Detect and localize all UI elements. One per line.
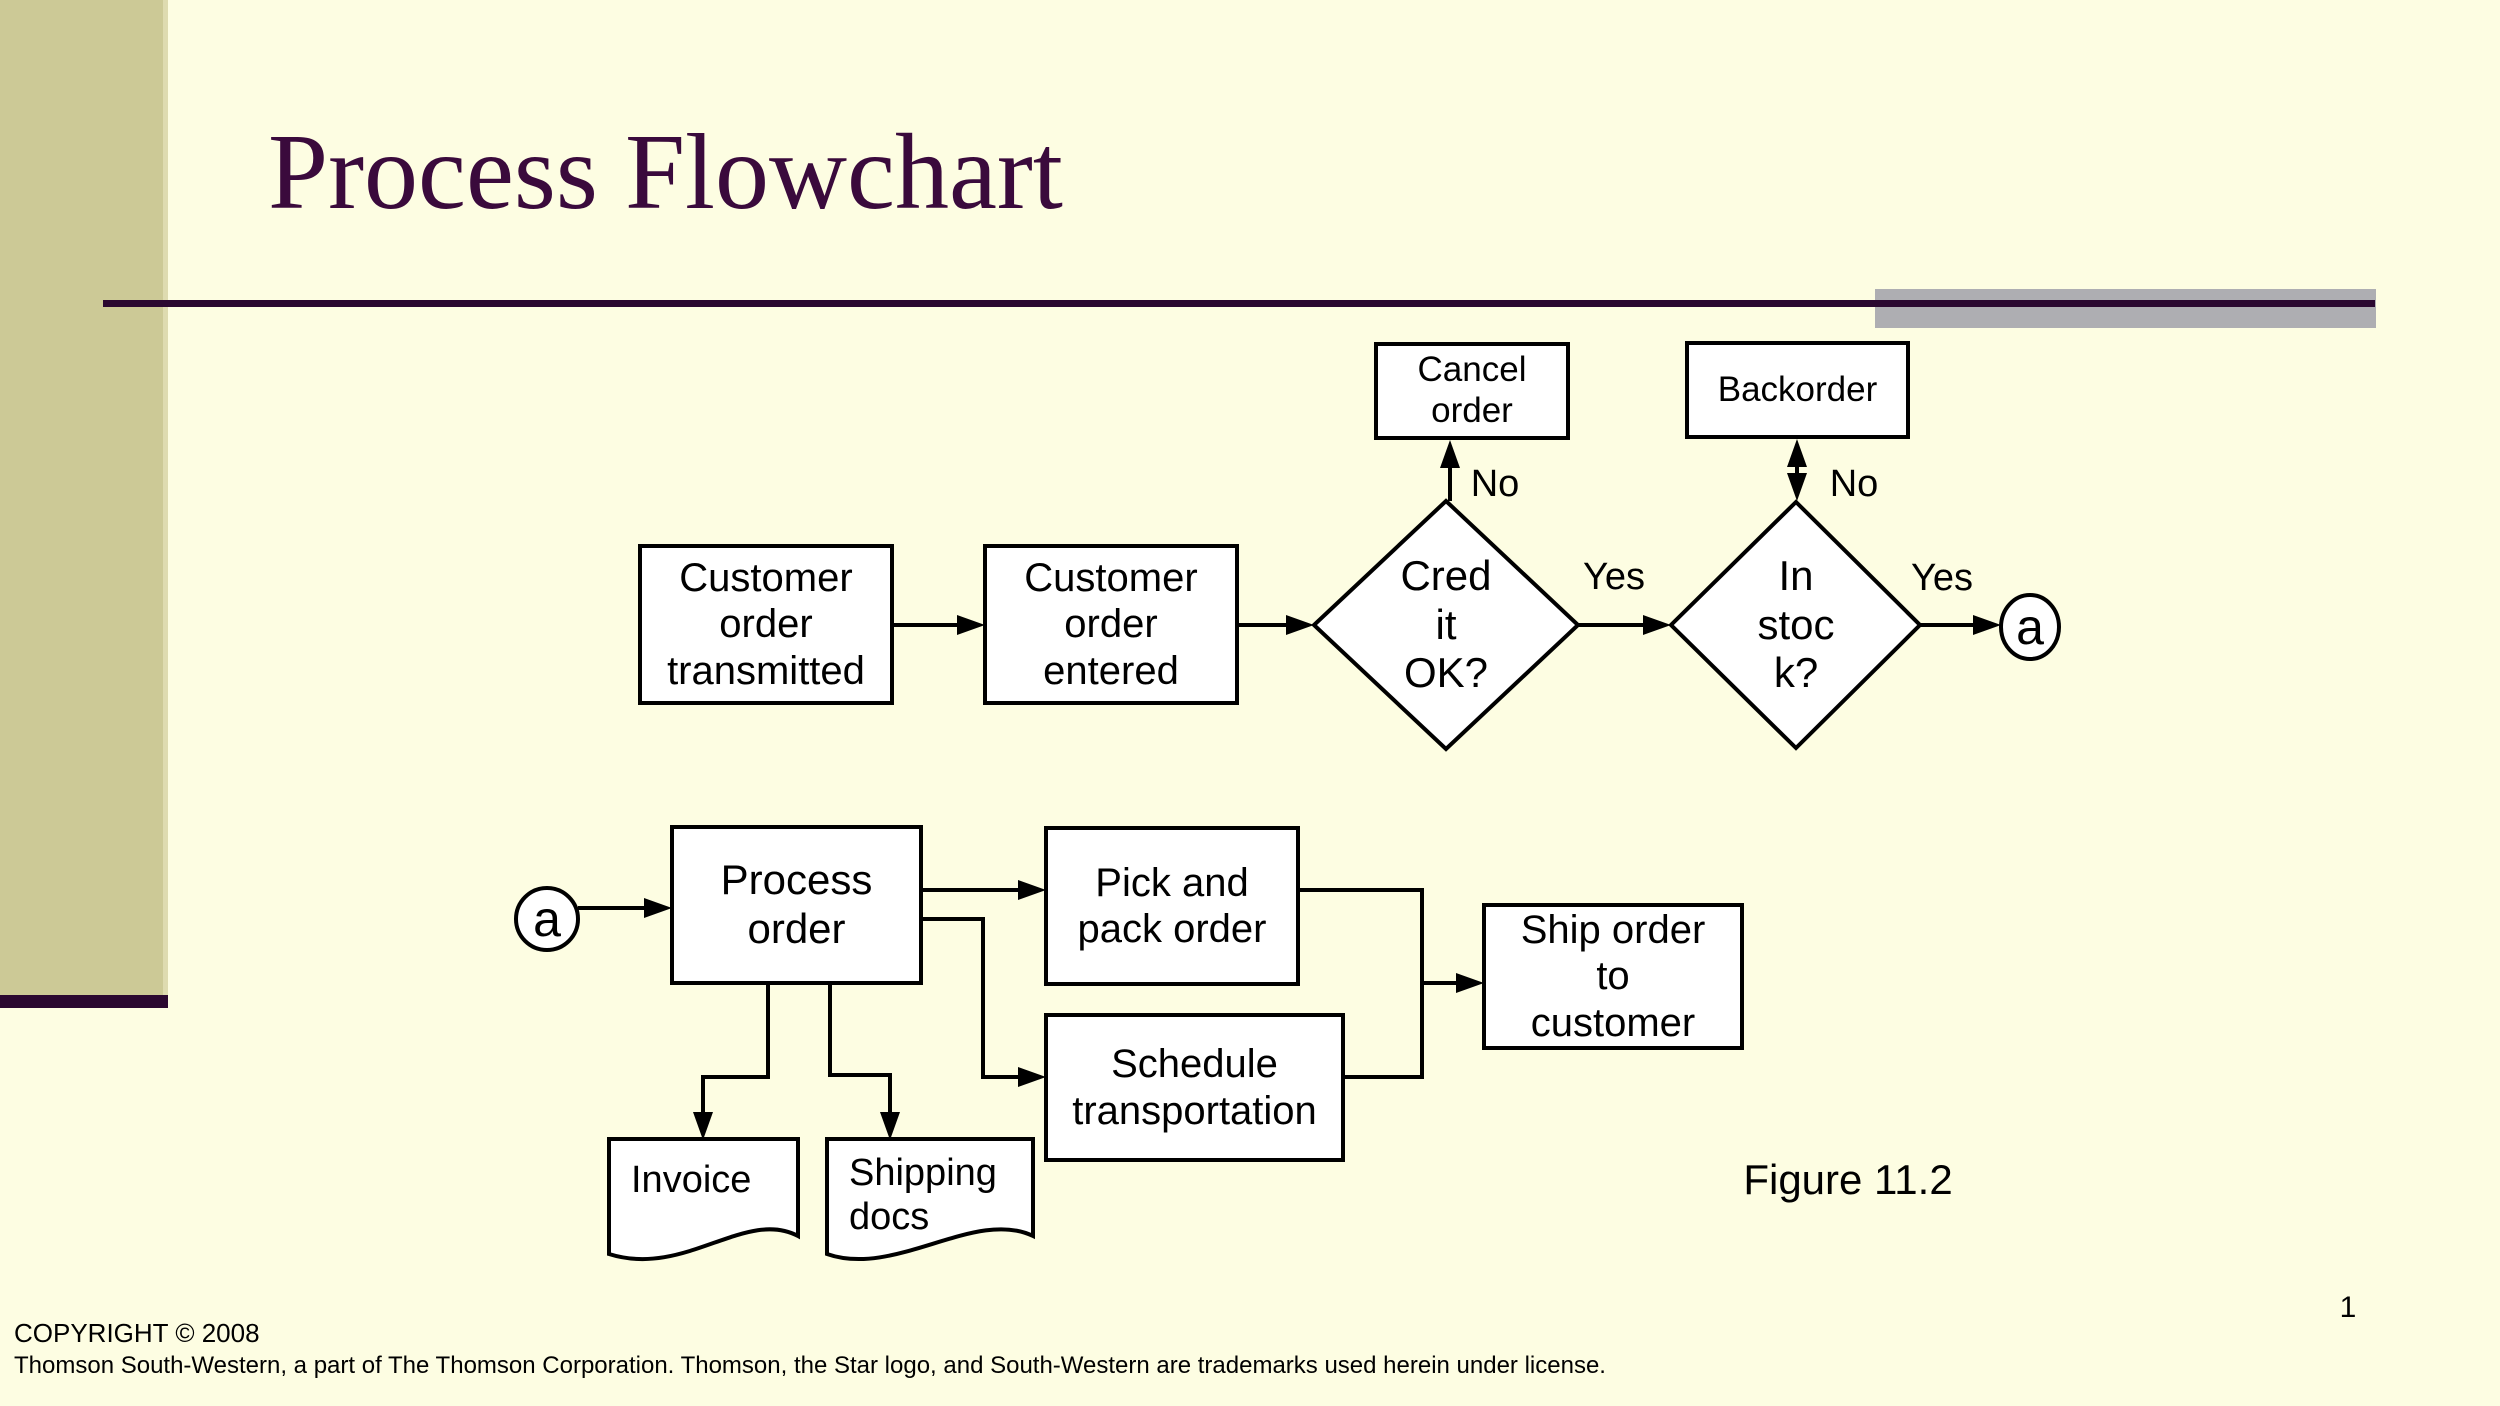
box-customer-order-entered bbox=[983, 544, 1239, 705]
diamond-in-stock bbox=[1668, 499, 1923, 751]
label-invoice: Invoice bbox=[631, 1158, 752, 1201]
label-cancel-order: Cancel order bbox=[1417, 350, 1527, 430]
box-cancel-order bbox=[1374, 342, 1570, 440]
label-backorder: Backorder bbox=[1717, 369, 1878, 409]
footer-copyright-line1: COPYRIGHT © 2008 bbox=[14, 1318, 260, 1348]
page-title: Process Flowchart bbox=[268, 113, 1063, 232]
sidebar-accent-panel bbox=[0, 0, 168, 995]
label-connector-a-bottom: a bbox=[533, 891, 561, 947]
footer-copyright-line2: Thomson South-Western, a part of The Tho… bbox=[14, 1352, 1606, 1379]
edge-label-credit-no: No bbox=[1470, 462, 1520, 505]
label-schedule-transportation: Schedule transportation bbox=[1072, 1042, 1317, 1133]
connector-circle-a-bottom bbox=[514, 886, 580, 952]
label-in-stock: In stoc k? bbox=[1757, 551, 1835, 697]
label-shipping-docs: Shipping docs bbox=[849, 1151, 997, 1238]
label-pick-and-pack-order: Pick and pack order bbox=[1077, 860, 1267, 951]
edge-label-stock-no: No bbox=[1829, 462, 1879, 505]
label-customer-order-entered: Customer order entered bbox=[1024, 555, 1198, 693]
page-number: 1 bbox=[2339, 1290, 2357, 1324]
box-schedule-transportation bbox=[1044, 1013, 1345, 1162]
label-ship-order-to-customer: Ship order to customer bbox=[1520, 907, 1706, 1045]
figure-caption: Figure 11.2 bbox=[1743, 1155, 1953, 1203]
label-process-order: Process order bbox=[720, 856, 873, 952]
diamond-credit-ok bbox=[1311, 498, 1581, 752]
connector-circle-a-top bbox=[1999, 593, 2061, 661]
document-shipping-docs bbox=[825, 1137, 1035, 1261]
title-underline-rule bbox=[103, 300, 2375, 307]
document-invoice bbox=[607, 1137, 800, 1261]
label-credit-ok: Cred it OK? bbox=[1400, 551, 1492, 697]
box-process-order bbox=[670, 825, 923, 985]
edge-label-stock-yes: Yes bbox=[1911, 556, 1973, 599]
box-backorder bbox=[1685, 341, 1910, 439]
label-customer-order-transmitted: Customer order transmitted bbox=[667, 555, 865, 693]
sidebar-bottom-rule bbox=[0, 995, 168, 1008]
box-customer-order-transmitted bbox=[638, 544, 894, 705]
flow-arrowheads bbox=[644, 439, 2001, 1140]
box-pick-and-pack-order bbox=[1044, 826, 1300, 986]
label-connector-a-top: a bbox=[2016, 599, 2044, 655]
edge-label-credit-yes: Yes bbox=[1583, 555, 1645, 598]
gray-accent-bar bbox=[1875, 289, 2376, 328]
box-ship-order-to-customer bbox=[1482, 903, 1744, 1050]
